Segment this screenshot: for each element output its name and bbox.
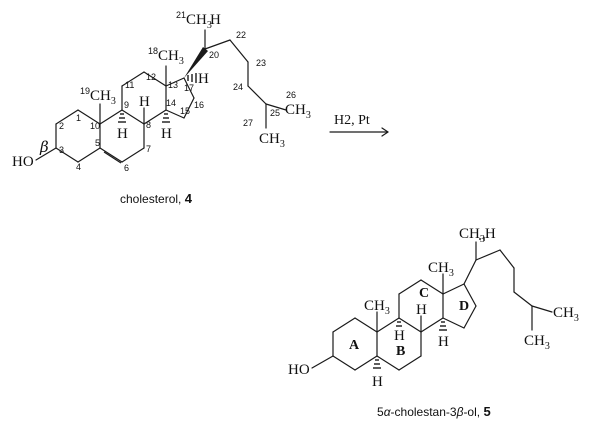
cholesterol-labels: 21CH3 H 18CH3 H 19CH3 H H H CH3 CH3 HO β…: [12, 10, 311, 173]
carbon-number-14: 14: [166, 98, 176, 108]
ring-label-d: D: [459, 299, 469, 314]
c8-h-label: H: [139, 94, 150, 110]
c21-methyl-label: 21CH3: [176, 10, 212, 31]
carbon-number-13: 13: [168, 80, 178, 90]
c19-methyl-label: 19CH3: [80, 86, 116, 107]
carbon-number-22: 22: [236, 30, 246, 40]
carbon-number-15: 15: [180, 106, 190, 116]
c5-h-label-product: H: [372, 374, 383, 390]
c27-methyl-label: CH3: [259, 131, 285, 150]
c18-methyl-label: 18CH3: [148, 46, 184, 67]
c18-methyl-label-product: CH3: [428, 260, 454, 279]
c9-hash-bond: [118, 113, 126, 123]
cholestanol-caption: 5α-cholestan-3β-ol, 5: [377, 404, 491, 419]
c14-h-label: H: [161, 126, 172, 142]
carbon-number-23: 23: [256, 58, 266, 68]
carbon-number-7: 7: [146, 144, 151, 154]
carbon-number-25: 25: [270, 108, 280, 118]
carbon-number-5: 5: [95, 138, 100, 148]
carbon-number-2: 2: [59, 121, 64, 131]
cholestanol-structure: [311, 237, 553, 371]
c27-methyl-label-product: CH3: [524, 333, 550, 352]
c5-hash-bond: [373, 359, 381, 369]
carbon-number-16: 16: [194, 100, 204, 110]
c20-hash-bond: [479, 237, 485, 241]
c14-hash-bond-product: [439, 321, 447, 331]
c14-hash-bond: [162, 113, 170, 123]
carbon-number-12: 12: [146, 72, 156, 82]
c9-hash-bond-product: [396, 321, 402, 327]
ring-label-a: A: [349, 338, 360, 353]
hydroxyl-label-product: HO: [288, 362, 310, 378]
c19-methyl-label-product: CH3: [364, 298, 390, 317]
ring-label-c: C: [419, 286, 429, 301]
carbon-number-4: 4: [76, 162, 81, 172]
c26-methyl-label: CH3: [285, 102, 311, 121]
c17-hash-bond: [187, 73, 197, 83]
c20-h-label: H: [210, 12, 221, 28]
hydroxyl-label: HO: [12, 154, 34, 170]
carbon-number-11: 11: [125, 80, 134, 90]
c14-h-label-product: H: [438, 334, 449, 350]
carbon-number-20: 20: [209, 50, 219, 60]
c21-methyl-label-product: CH3H: [459, 226, 496, 245]
carbon-number-27: 27: [243, 118, 253, 128]
carbon-number-24: 24: [233, 82, 243, 92]
reaction-arrow: [329, 127, 389, 137]
cholesterol-structure: [35, 29, 287, 164]
reagent-label: H2, Pt: [334, 113, 370, 128]
carbon-number-17: 17: [184, 83, 194, 93]
carbon-number-8: 8: [146, 120, 151, 130]
c17-h-label: H: [198, 71, 209, 87]
beta-label: β: [39, 138, 49, 156]
c8-h-label-product: H: [416, 302, 427, 318]
carbon-number-10: 10: [90, 121, 100, 131]
c9-h-label: H: [117, 126, 128, 142]
ring-label-b: B: [396, 344, 405, 359]
c9-h-label-product: H: [394, 328, 405, 344]
carbon-number-1: 1: [76, 113, 81, 123]
cholestanol-labels: CH3H CH3 CH3 H H H H CH3 CH3 HO A B C D: [288, 226, 579, 390]
carbon-number-6: 6: [124, 163, 129, 173]
cholesterol-caption: cholesterol, 4: [120, 191, 193, 206]
carbon-number-26: 26: [286, 90, 296, 100]
c26-methyl-label-product: CH3: [553, 305, 579, 324]
carbon-number-9: 9: [124, 100, 129, 110]
carbon-number-3: 3: [59, 145, 64, 155]
